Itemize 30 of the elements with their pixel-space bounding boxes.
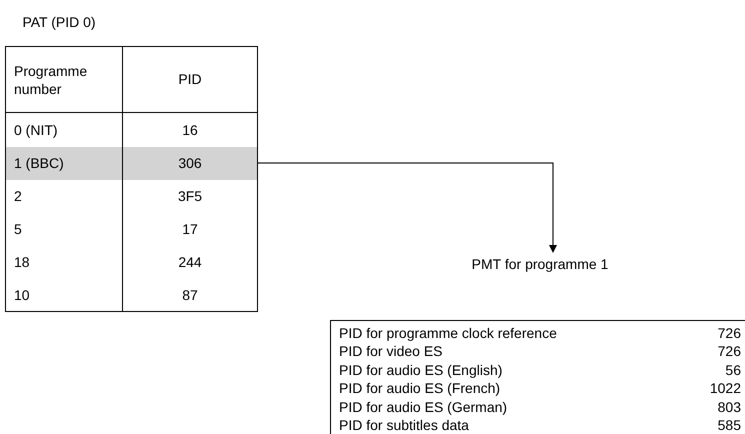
table-cell-text: PID for audio ES (French) xyxy=(339,379,502,398)
table-cell-text: PID for audio ES (German) xyxy=(339,398,508,417)
table-cell-text: 3F5 xyxy=(176,187,204,206)
table-cell-text: PID for programme clock reference xyxy=(339,324,558,343)
arrow xyxy=(258,162,557,253)
column-header: PID xyxy=(177,70,203,89)
table-cell-text: 10 xyxy=(13,286,31,305)
table-cell-text: 244 xyxy=(177,253,203,272)
table-cell-text: 18 xyxy=(13,253,31,272)
table-cell: 56 xyxy=(725,360,741,380)
table-cell: 585 xyxy=(718,416,741,434)
table-cell-text: 2 xyxy=(13,187,23,206)
table-title: PAT (PID 0) xyxy=(21,13,97,32)
table-cell-text: PID for audio ES (English) xyxy=(339,360,504,380)
table-title: PMT for programme 1 xyxy=(470,255,610,274)
table-cell: 803 xyxy=(718,398,741,417)
table-cell: 306 xyxy=(122,147,257,180)
table-cell-text: 5 xyxy=(13,220,23,239)
table-cell: 726 xyxy=(718,324,741,343)
table-cell: 1022 xyxy=(710,379,741,398)
table-cell-text: 1 (BBC) xyxy=(13,154,65,173)
table-cell-text: 87 xyxy=(181,286,199,305)
table-cell-text: 16 xyxy=(181,121,199,140)
table-cell-text: PID for subtitles data xyxy=(339,416,470,434)
table-cell-text: 0 (NIT) xyxy=(13,121,59,140)
highlighted-row xyxy=(6,147,257,180)
table-cell-text: PID for video ES xyxy=(339,342,444,362)
table-cell: 726 xyxy=(718,342,741,362)
column-header: Programme number xyxy=(13,62,88,98)
table-cell-text: 17 xyxy=(181,220,199,239)
